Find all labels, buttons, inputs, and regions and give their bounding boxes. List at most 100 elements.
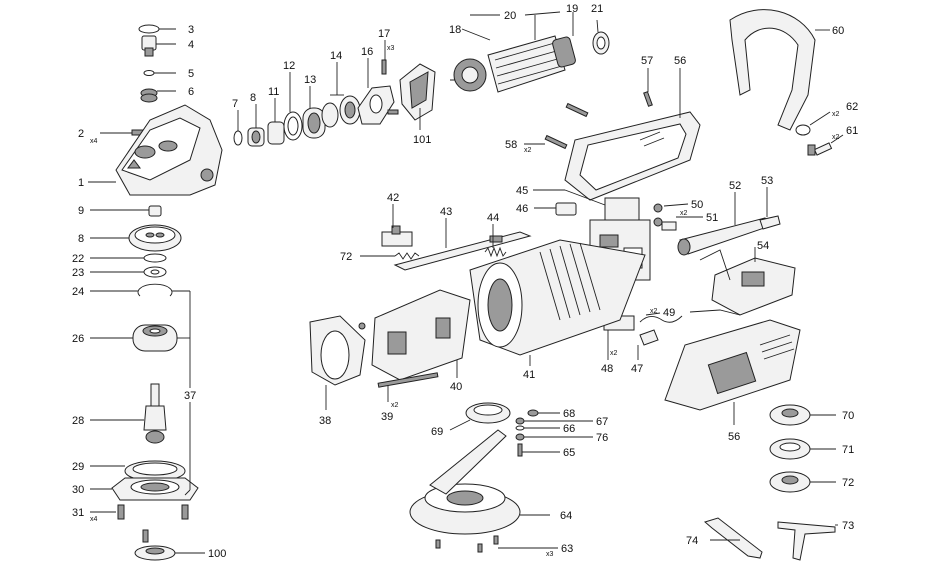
label-100: 100	[208, 548, 226, 560]
label-20: 20	[504, 10, 516, 22]
label-47: 47	[631, 363, 643, 375]
label-1: 1	[78, 177, 84, 189]
label-37: 37	[184, 390, 196, 402]
label-3: 3	[188, 24, 194, 36]
part-8-bushing-top	[247, 104, 265, 147]
part-52-cable-sleeve	[677, 192, 771, 256]
label-65: 65	[563, 447, 575, 459]
qty-48: x2	[610, 350, 618, 357]
label-60: 60	[832, 25, 844, 37]
label-6: 6	[188, 86, 194, 98]
part-8-bearing-flange	[90, 224, 182, 252]
part-38-wheel-guard-ring	[309, 315, 366, 410]
part-71-flange	[769, 438, 836, 460]
label-2: 2	[78, 128, 84, 140]
qty-61: x2	[832, 134, 840, 141]
label-28: 28	[72, 415, 84, 427]
part-14-bearing-set	[321, 62, 361, 128]
label-43: 43	[440, 206, 452, 218]
label-70: 70	[842, 410, 854, 422]
label-16: 16	[361, 46, 373, 58]
label-31: 31	[72, 507, 84, 519]
part-28-spindle	[90, 383, 167, 444]
part-42-switch-lever	[381, 204, 413, 247]
label-73: 73	[842, 520, 854, 532]
part-20-leader	[470, 11, 561, 40]
label-17: 17	[378, 28, 390, 40]
label-72-nut: 72	[842, 477, 854, 489]
label-4: 4	[188, 39, 194, 51]
qty-50: x2	[680, 210, 688, 217]
part-101-fan	[399, 63, 436, 130]
label-30: 30	[72, 484, 84, 496]
qty-58: x2	[524, 147, 532, 154]
part-31-screws	[90, 504, 189, 520]
label-61: 61	[846, 125, 858, 137]
label-52: 52	[729, 180, 741, 192]
qty-2: x4	[90, 138, 98, 145]
label-74: 74	[686, 535, 698, 547]
label-44: 44	[487, 212, 499, 224]
label-19: 19	[566, 3, 578, 15]
part-16-bearing-plate	[357, 58, 395, 125]
label-24: 24	[72, 286, 84, 298]
label-21: 21	[591, 3, 603, 15]
part-13-bearing	[302, 86, 326, 139]
part-57-screw	[643, 68, 653, 107]
part-61-bolt	[807, 134, 844, 156]
part-29-ring	[90, 460, 186, 482]
part-51-clip	[661, 216, 703, 231]
label-69: 69	[431, 426, 443, 438]
part-21-bearing	[592, 19, 610, 55]
part-45-leader	[533, 189, 606, 206]
label-56-top: 56	[674, 55, 686, 67]
label-18: 18	[449, 24, 461, 36]
part-30-bearing-plate	[90, 477, 199, 501]
part-44-spring	[484, 224, 507, 258]
part-6-spring	[140, 88, 176, 103]
label-14: 14	[330, 50, 342, 62]
label-76: 76	[596, 432, 608, 444]
label-56-bottom: 56	[728, 431, 740, 443]
label-11: 11	[268, 86, 279, 98]
part-26-bearing	[90, 324, 190, 352]
part-5-small-ring	[143, 70, 176, 76]
part-23-washer	[90, 266, 167, 278]
part-11-bushing	[267, 98, 285, 145]
label-49: 49	[663, 307, 675, 319]
part-41-motor-housing	[469, 239, 646, 366]
part-labels: 3 4 5 6 2 x4 1 9 8 22 23 24 26 37 28 29 …	[72, 3, 858, 560]
part-63-screws	[435, 535, 558, 553]
part-7-ring	[233, 110, 243, 146]
part-47-clip	[637, 329, 659, 360]
qty-17: x3	[387, 45, 395, 52]
qty-49: x2	[650, 308, 658, 315]
part-60-handle-bracket	[729, 9, 830, 131]
part-1-gear-housing	[88, 104, 223, 196]
qty-31: x4	[90, 516, 98, 523]
label-57: 57	[641, 55, 653, 67]
label-8: 8	[78, 233, 84, 245]
part-69-guard-clamp	[449, 402, 511, 431]
label-13: 13	[304, 74, 316, 86]
part-64-wheel-guard	[409, 429, 550, 535]
label-40: 40	[450, 381, 462, 393]
part-17-screws	[381, 40, 399, 115]
label-62: 62	[846, 101, 858, 113]
label-7: 7	[232, 98, 238, 110]
label-26: 26	[72, 333, 84, 345]
label-64: 64	[560, 510, 572, 522]
label-50: 50	[691, 199, 703, 211]
part-22-washer	[90, 253, 167, 263]
part-72-spring	[360, 252, 420, 260]
part-4-spindle-lock	[141, 35, 176, 57]
label-58: 58	[505, 139, 517, 151]
qty-63: x3	[546, 551, 554, 558]
part-56-handle-cover	[664, 319, 801, 425]
part-68-screw	[527, 409, 560, 417]
qty-62: x2	[832, 111, 840, 118]
part-53-cable-end	[759, 187, 781, 230]
label-8-top: 8	[250, 92, 256, 104]
part-43-switch-rod	[393, 218, 532, 271]
